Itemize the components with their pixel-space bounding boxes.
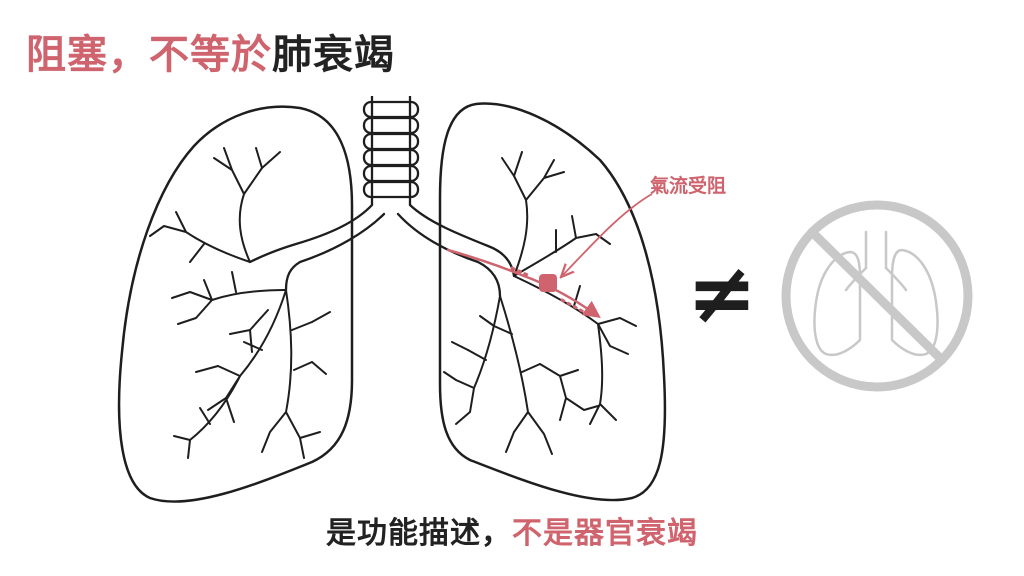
main-bronchi [248,203,516,298]
caption: 是功能描述，不是器官衰竭 [0,508,1024,552]
annotation-leader [562,193,653,276]
title-accent: 阻塞，不等於 [26,32,272,78]
no-lungs-icon [781,200,973,392]
annotation-label: 氣流受阻 [650,174,726,197]
not-equal-symbol: ≠ [687,244,757,342]
blockage-marker [539,274,557,292]
page-title: 阻塞，不等於肺衰竭 [26,22,395,80]
airflow-path [446,248,601,319]
left-lung-outline [117,105,354,503]
trachea [362,96,420,205]
caption-dark: 是功能描述， [326,516,512,551]
title-dark: 肺衰竭 [272,32,395,78]
left-bronchial-tree [149,147,331,459]
caption-accent: 不是器官衰竭 [512,516,698,551]
right-lung-outline [438,102,667,502]
right-bronchial-tree [443,151,637,455]
